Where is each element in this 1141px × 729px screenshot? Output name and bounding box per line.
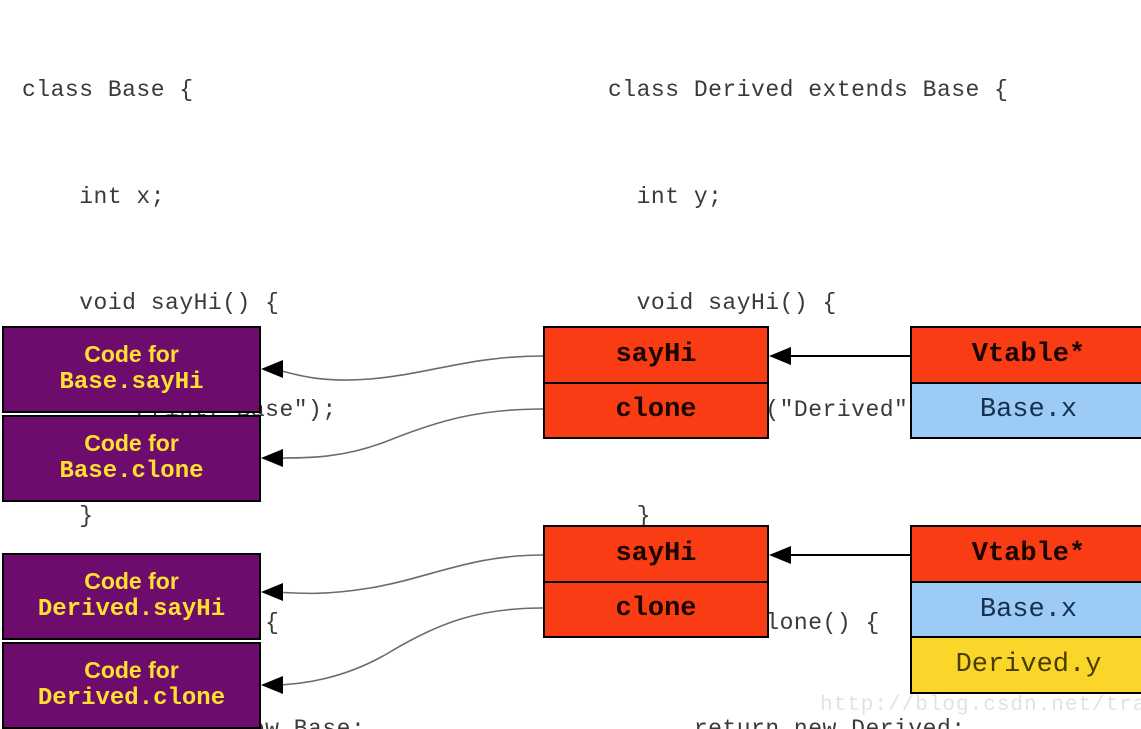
code-line: return new Derived;: [608, 716, 966, 729]
code-box-title: Code for: [84, 656, 179, 683]
object-slot-base-x: Base.x: [912, 580, 1141, 637]
code-line: void sayHi() {: [22, 290, 280, 316]
code-line: }: [608, 503, 651, 529]
code-box-target: Derived.clone: [37, 684, 226, 712]
code-line: void sayHi() {: [608, 290, 837, 316]
base-instance: Vtable* Base.x: [910, 326, 1141, 439]
vtable-entry-sayhi: sayHi: [615, 538, 697, 569]
vtable-entry-clone: clone: [545, 580, 767, 637]
watermark: http://blog.csdn.net/tracker_w: [820, 694, 1141, 717]
code-box-target: Base.clone: [59, 457, 204, 485]
vtable-entry-clone: clone: [545, 381, 767, 438]
object-slot-vtable-pointer: Vtable*: [912, 527, 1141, 581]
code-box-derived-sayhi: Code for Derived.sayHi: [2, 553, 261, 640]
object-slot-derived-y: Derived.y: [912, 636, 1141, 693]
code-line: class Base {: [22, 77, 194, 103]
object-slot-vtable-pointer: Vtable*: [912, 328, 1141, 382]
derived-vtable: sayHi clone: [543, 525, 769, 638]
base-vtable: sayHi clone: [543, 326, 769, 439]
code-box-base-clone: Code for Base.clone: [2, 415, 261, 502]
vtable-entry-sayhi: sayHi: [615, 339, 697, 370]
code-box-target: Derived.sayHi: [37, 595, 226, 623]
code-line: class Derived extends Base {: [608, 77, 1009, 103]
code-box-title: Code for: [84, 567, 179, 594]
derived-instance: Vtable* Base.x Derived.y: [910, 525, 1141, 694]
code-box-target: Base.sayHi: [59, 368, 204, 396]
code-line: int x;: [22, 183, 166, 210]
code-line: }: [22, 503, 94, 529]
code-box-title: Code for: [84, 429, 179, 456]
object-slot-base-x: Base.x: [912, 381, 1141, 437]
code-line: int y;: [608, 183, 723, 210]
code-box-base-sayhi: Code for Base.sayHi: [2, 326, 261, 413]
code-box-derived-clone: Code for Derived.clone: [2, 642, 261, 729]
code-box-title: Code for: [84, 340, 179, 367]
